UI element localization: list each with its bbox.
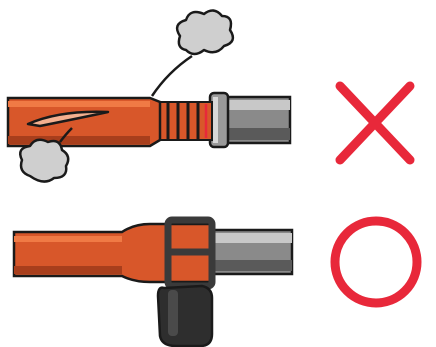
incorrect-row	[8, 10, 410, 181]
circle-check-icon	[335, 221, 417, 303]
metal-pipe	[210, 93, 290, 147]
clamp-handle	[158, 286, 212, 346]
threaded-hose-barb	[160, 102, 212, 140]
metal-pipe	[208, 230, 292, 274]
correct-row	[14, 220, 417, 346]
cross-icon	[340, 86, 410, 160]
split-hose	[8, 98, 160, 146]
leak-puff-icon	[152, 10, 233, 96]
